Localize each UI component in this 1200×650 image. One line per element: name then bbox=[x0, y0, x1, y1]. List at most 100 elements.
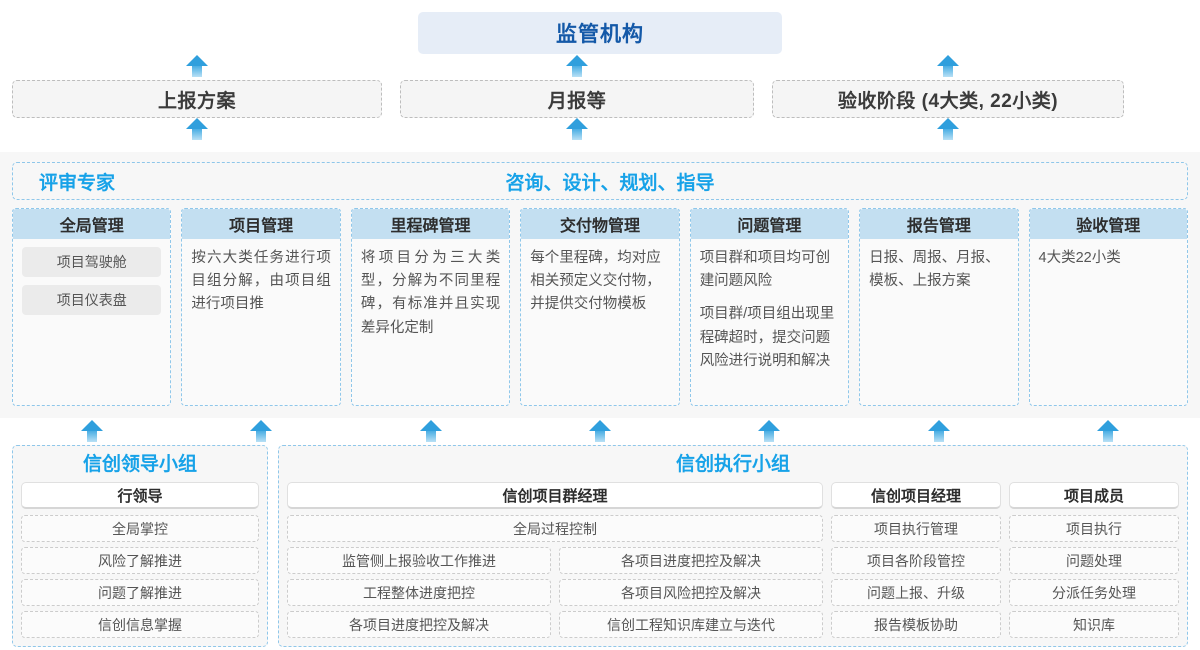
role-project-manager: 信创项目经理 bbox=[831, 482, 1001, 509]
task-item[interactable]: 监管侧上报验收工作推进 bbox=[287, 547, 551, 574]
up-arrow-icon bbox=[937, 118, 959, 140]
card-body: 每个里程碑，均对应相关预定义交付物，并提供交付物模板 bbox=[521, 239, 678, 405]
pill-item[interactable]: 项目驾驶舱 bbox=[22, 247, 162, 277]
task-item[interactable]: 各项目风险把控及解决 bbox=[559, 579, 823, 606]
task-item[interactable]: 报告模板协助 bbox=[831, 611, 1001, 638]
management-card-project[interactable]: 项目管理 按六大类任务进行项目组分解，由项目组进行项目推 bbox=[181, 208, 341, 406]
card-description: 4大类22小类 bbox=[1038, 250, 1121, 266]
task-item[interactable]: 问题了解推进 bbox=[21, 579, 259, 606]
up-arrow-icon bbox=[927, 420, 950, 442]
arrow-slot-5 bbox=[690, 420, 849, 442]
card-title: 项目管理 bbox=[182, 209, 340, 239]
task-item[interactable]: 工程整体进度把控 bbox=[287, 579, 551, 606]
program-manager-right-tasks: 各项目进度把控及解决 各项目风险把控及解决 信创工程知识库建立与迭代 bbox=[559, 547, 823, 638]
management-panel: 评审专家 咨询、设计、规划、指导 全局管理 项目驾驶舱 项目仪表盘 项目管理 按… bbox=[0, 152, 1200, 418]
task-item[interactable]: 全局过程控制 bbox=[287, 515, 823, 542]
up-arrow-icon bbox=[419, 420, 442, 442]
card-title: 全局管理 bbox=[13, 209, 171, 239]
arrow-row-to-reports bbox=[0, 118, 1200, 140]
program-manager-task-split: 监管侧上报验收工作推进 工程整体进度把控 各项目进度把控及解决 各项目进度把控及… bbox=[287, 547, 823, 638]
card-description: 项目群和项目均可创建问题风险 bbox=[699, 250, 831, 290]
card-title: 交付物管理 bbox=[521, 209, 679, 239]
leadership-group-title: 信创领导小组 bbox=[82, 454, 197, 475]
program-manager-left-tasks: 监管侧上报验收工作推进 工程整体进度把控 各项目进度把控及解决 bbox=[287, 547, 551, 638]
card-body: 将项目分为三大类型，分解为不同里程碑，有标准并且实现差异化定制 bbox=[352, 239, 509, 405]
arrow-slot-plan bbox=[12, 55, 382, 77]
card-title: 里程碑管理 bbox=[351, 209, 510, 239]
up-arrow-icon bbox=[566, 118, 588, 140]
card-description: 日报、周报、月报、模板、上报方案 bbox=[869, 250, 1000, 290]
card-title: 问题管理 bbox=[690, 209, 849, 239]
execution-group-title: 信创执行小组 bbox=[675, 454, 790, 475]
arrow-slot-monthly bbox=[400, 55, 754, 77]
arrow-slot-plan-2 bbox=[12, 118, 382, 140]
task-item[interactable]: 信创工程知识库建立与迭代 bbox=[559, 611, 823, 638]
card-description: 每个里程碑，均对应相关预定义交付物，并提供交付物模板 bbox=[530, 250, 661, 313]
leadership-group[interactable]: 信创领导小组 行领导 全局掌控 风险了解推进 问题了解推进 信创信息掌握 bbox=[12, 445, 268, 647]
card-body: 项目驾驶舱 项目仪表盘 bbox=[13, 239, 170, 405]
task-item[interactable]: 全局掌控 bbox=[21, 515, 259, 542]
card-body: 按六大类任务进行项目组分解，由项目组进行项目推 bbox=[182, 239, 339, 405]
management-card-deliverable[interactable]: 交付物管理 每个里程碑，均对应相关预定义交付物，并提供交付物模板 bbox=[520, 208, 680, 406]
task-item[interactable]: 问题处理 bbox=[1009, 547, 1179, 574]
regulator-box: 监管机构 bbox=[418, 12, 782, 54]
management-card-acceptance[interactable]: 验收管理 4大类22小类 bbox=[1028, 208, 1188, 406]
arrow-slot-6 bbox=[859, 420, 1018, 442]
task-item[interactable]: 项目执行管理 bbox=[831, 515, 1001, 542]
up-arrow-icon bbox=[1097, 420, 1120, 442]
up-arrow-icon bbox=[758, 420, 781, 442]
task-item[interactable]: 问题上报、升级 bbox=[831, 579, 1001, 606]
arrow-slot-acceptance bbox=[772, 55, 1124, 77]
project-manager-column: 信创项目经理 项目执行管理 项目各阶段管控 问题上报、升级 报告模板协助 bbox=[831, 482, 1001, 638]
task-item[interactable]: 风险了解推进 bbox=[21, 547, 259, 574]
report-boxes-row: 上报方案 月报等 验收阶段 (4大类, 22小类) bbox=[0, 80, 1200, 118]
teams-row: 信创领导小组 行领导 全局掌控 风险了解推进 问题了解推进 信创信息掌握 信创执… bbox=[0, 445, 1200, 647]
task-item[interactable]: 信创信息掌握 bbox=[21, 611, 259, 638]
card-body: 日报、周报、月报、模板、上报方案 bbox=[860, 239, 1017, 405]
management-cards-row: 全局管理 项目驾驶舱 项目仪表盘 项目管理 按六大类任务进行项目组分解，由项目组… bbox=[12, 208, 1188, 406]
card-body: 项目群和项目均可创建问题风险 项目群/项目组出现里程碑超时，提交问题风险进行说明… bbox=[691, 239, 848, 405]
up-arrow-icon bbox=[186, 118, 208, 140]
up-arrow-icon bbox=[937, 55, 959, 77]
management-card-milestone[interactable]: 里程碑管理 将项目分为三大类型，分解为不同里程碑，有标准并且实现差异化定制 bbox=[350, 208, 511, 406]
arrow-slot-1 bbox=[12, 420, 171, 442]
management-card-global[interactable]: 全局管理 项目驾驶舱 项目仪表盘 bbox=[12, 208, 172, 406]
role-bank-leader: 行领导 bbox=[21, 482, 259, 509]
execution-group[interactable]: 信创执行小组 信创项目群经理 全局过程控制 监管侧上报验收工作推进 工程整体进度… bbox=[278, 445, 1188, 647]
management-panel-header: 评审专家 咨询、设计、规划、指导 bbox=[12, 162, 1188, 200]
execution-columns: 信创项目群经理 全局过程控制 监管侧上报验收工作推进 工程整体进度把控 各项目进… bbox=[287, 482, 1179, 638]
review-expert-label: 评审专家 bbox=[39, 172, 116, 194]
up-arrow-icon bbox=[588, 420, 611, 442]
up-arrow-icon bbox=[80, 420, 103, 442]
task-item[interactable]: 知识库 bbox=[1009, 611, 1179, 638]
arrow-slot-acceptance-2 bbox=[772, 118, 1124, 140]
card-body: 4大类22小类 bbox=[1030, 239, 1187, 405]
project-member-column: 项目成员 项目执行 问题处理 分派任务处理 知识库 bbox=[1009, 482, 1179, 638]
card-description: 将项目分为三大类型，分解为不同里程碑，有标准并且实现差异化定制 bbox=[360, 250, 501, 336]
task-item[interactable]: 各项目进度把控及解决 bbox=[559, 547, 823, 574]
role-project-member: 项目成员 bbox=[1009, 482, 1179, 509]
management-card-report[interactable]: 报告管理 日报、周报、月报、模板、上报方案 bbox=[859, 208, 1019, 406]
management-card-issue[interactable]: 问题管理 项目群和项目均可创建问题风险 项目群/项目组出现里程碑超时，提交问题风… bbox=[689, 208, 850, 406]
task-item[interactable]: 各项目进度把控及解决 bbox=[287, 611, 551, 638]
role-program-manager: 信创项目群经理 bbox=[287, 482, 823, 509]
up-arrow-icon bbox=[250, 420, 273, 442]
arrow-slot-4 bbox=[520, 420, 679, 442]
arrow-slot-monthly-2 bbox=[400, 118, 754, 140]
task-item[interactable]: 分派任务处理 bbox=[1009, 579, 1179, 606]
task-item[interactable]: 项目执行 bbox=[1009, 515, 1179, 542]
report-box-acceptance: 验收阶段 (4大类, 22小类) bbox=[772, 80, 1124, 118]
card-description: 项目群/项目组出现里程碑超时，提交问题风险进行说明和解决 bbox=[699, 306, 835, 369]
arrow-row-to-management bbox=[0, 418, 1200, 444]
report-box-monthly: 月报等 bbox=[400, 80, 754, 118]
card-title: 报告管理 bbox=[860, 209, 1018, 239]
program-manager-column: 信创项目群经理 全局过程控制 监管侧上报验收工作推进 工程整体进度把控 各项目进… bbox=[287, 482, 823, 638]
report-box-plan: 上报方案 bbox=[12, 80, 382, 118]
card-title: 验收管理 bbox=[1029, 209, 1187, 239]
task-item[interactable]: 项目各阶段管控 bbox=[831, 547, 1001, 574]
up-arrow-icon bbox=[186, 55, 208, 77]
pill-item[interactable]: 项目仪表盘 bbox=[22, 285, 162, 315]
regulator-row: 监管机构 bbox=[0, 0, 1200, 54]
arrow-slot-2 bbox=[181, 420, 340, 442]
